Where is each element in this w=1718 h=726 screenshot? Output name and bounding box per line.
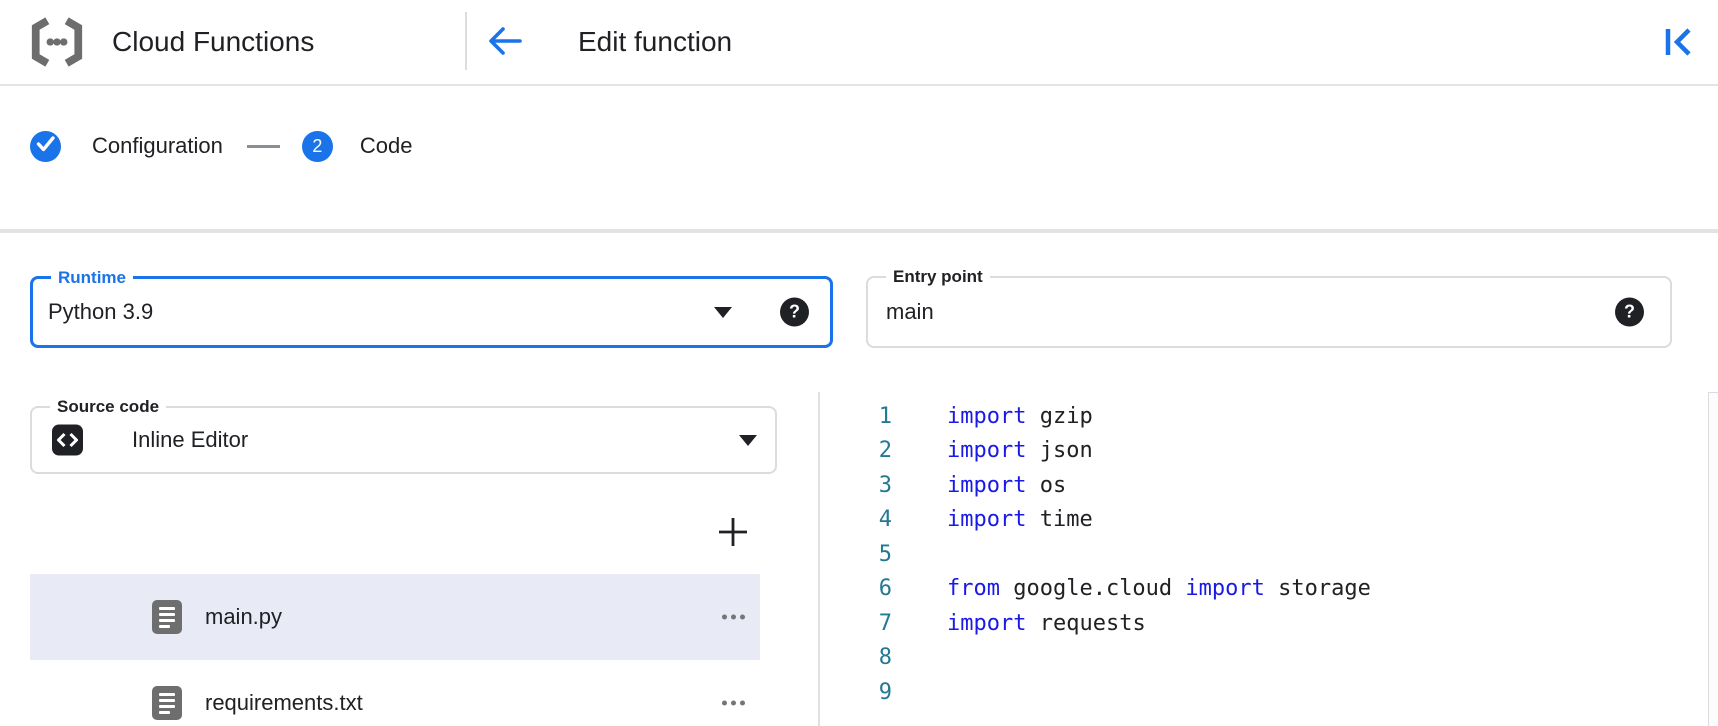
file-name: requirements.txt — [205, 690, 363, 715]
line-number: 3 — [878, 472, 892, 498]
entry-point-label: Entry point — [886, 266, 990, 288]
cloud-functions-logo-icon — [28, 17, 86, 67]
chevron-down-icon — [739, 435, 757, 446]
line-number: 2 — [878, 438, 892, 464]
entry-point-value: main — [886, 299, 934, 324]
page-title: Edit function — [578, 26, 733, 57]
code-text: import os — [947, 472, 1067, 498]
arrow-left-icon — [485, 27, 523, 60]
collapse-left-icon — [1663, 28, 1693, 63]
step-number: 2 — [312, 135, 323, 156]
file-document-icon — [152, 600, 182, 634]
line-number: 6 — [878, 576, 892, 602]
app-header: Cloud Functions Edit function — [0, 0, 1718, 86]
step-code-number-badge[interactable]: 2 — [301, 130, 333, 162]
source-code-select[interactable]: Source code Inline Editor — [30, 396, 777, 474]
code-line: 3 import os — [820, 468, 1698, 503]
step-configuration-complete-icon[interactable] — [30, 128, 61, 164]
file-document-icon — [152, 686, 182, 720]
runtime-select[interactable]: Runtime Python 3.9 ? — [30, 267, 833, 348]
code-text: import gzip — [947, 403, 1093, 429]
line-number: 5 — [878, 541, 892, 567]
entry-point-help-icon[interactable]: ? — [1615, 297, 1644, 327]
step-connector — [246, 144, 280, 148]
code-lines: 1 import gzip 2 import json 3 import os 4 impor… — [820, 399, 1698, 710]
code-line: 4 import time — [820, 503, 1698, 538]
runtime-value: Python 3.9 — [48, 299, 154, 324]
code-line: 1 import gzip — [820, 399, 1698, 434]
file-menu-ellipsis-icon[interactable] — [722, 700, 745, 706]
code-line: 8 — [820, 641, 1698, 676]
file-row-requirements-txt[interactable]: requirements.txt — [30, 660, 760, 726]
code-text: import requests — [947, 610, 1146, 636]
code-line: 2 import json — [820, 434, 1698, 469]
code-line: 6 from google.cloud import storage — [820, 572, 1698, 607]
code-text: import json — [947, 438, 1093, 464]
step-code-label[interactable]: Code — [359, 133, 413, 158]
line-number: 9 — [878, 679, 892, 705]
code-editor[interactable]: 1 import gzip 2 import json 3 import os 4 impor… — [820, 399, 1698, 726]
source-code-label: Source code — [50, 396, 167, 418]
section-divider — [0, 229, 1718, 233]
code-line: 5 — [820, 537, 1698, 572]
add-file-button[interactable] — [714, 514, 752, 552]
code-text: from google.cloud import storage — [947, 576, 1371, 602]
collapse-panel-button[interactable] — [1662, 24, 1694, 60]
header-divider — [465, 12, 467, 70]
runtime-help-icon[interactable]: ? — [780, 297, 809, 327]
plus-icon — [716, 517, 750, 552]
stepper: Configuration 2 Code — [30, 130, 412, 162]
file-name: main.py — [205, 604, 283, 629]
file-menu-ellipsis-icon[interactable] — [722, 614, 745, 620]
line-number: 8 — [878, 645, 892, 671]
editor-panel-divider — [818, 392, 820, 726]
check-icon — [30, 128, 61, 164]
runtime-label: Runtime — [51, 267, 133, 289]
chevron-down-icon — [714, 307, 732, 318]
entry-point-field[interactable]: Entry point main ? — [866, 266, 1672, 348]
file-row-main-py[interactable]: main.py — [30, 574, 760, 660]
code-line: 9 — [820, 675, 1698, 710]
code-line: 7 import requests — [820, 606, 1698, 641]
product-name: Cloud Functions — [112, 26, 315, 57]
back-button[interactable] — [484, 25, 524, 59]
line-number: 4 — [878, 507, 892, 533]
source-code-value: Inline Editor — [132, 427, 249, 452]
code-brackets-icon — [52, 424, 83, 456]
code-text: import time — [947, 507, 1093, 533]
step-configuration-label[interactable]: Configuration — [92, 133, 223, 158]
line-number: 7 — [878, 610, 892, 636]
editor-scrollbar[interactable] — [1708, 392, 1718, 726]
line-number: 1 — [878, 403, 892, 429]
